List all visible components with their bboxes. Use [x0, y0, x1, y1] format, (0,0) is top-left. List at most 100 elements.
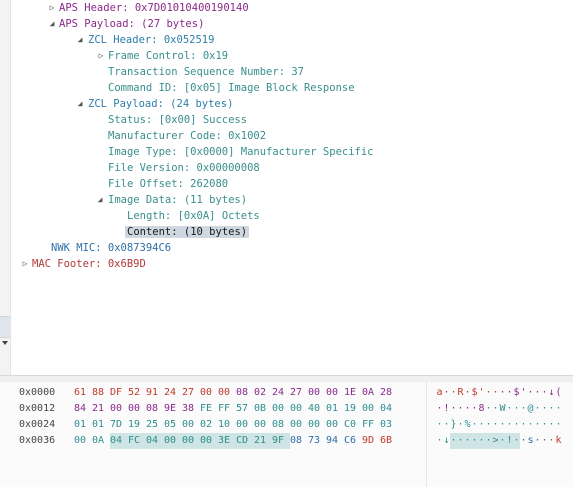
hex-byte[interactable]: 84: [74, 403, 87, 414]
hex-byte[interactable]: 6B: [380, 435, 393, 446]
ascii-char[interactable]: ·: [464, 403, 471, 414]
ascii-char[interactable]: ·: [520, 435, 527, 446]
hex-byte[interactable]: 00: [182, 419, 195, 430]
tree-node-aps-payload[interactable]: ◢ APS Payload: (27 bytes): [50, 16, 205, 32]
hex-byte[interactable]: 0B: [254, 403, 267, 414]
hex-byte[interactable]: 00: [218, 387, 231, 398]
hex-byte[interactable]: 00: [290, 419, 303, 430]
ascii-char[interactable]: ·: [548, 419, 555, 430]
hex-byte[interactable]: 00: [326, 387, 339, 398]
ascii-char[interactable]: ·: [513, 403, 520, 414]
tree-node-aps-header[interactable]: ▷ APS Header: 0x7D01010400190140: [50, 0, 249, 16]
ascii-char[interactable]: ·: [457, 403, 464, 414]
ascii-char[interactable]: 8: [478, 403, 485, 414]
ascii-char[interactable]: ·: [548, 435, 555, 446]
ascii-char[interactable]: ↓: [443, 435, 450, 446]
hex-byte[interactable]: 24: [164, 387, 177, 398]
ascii-char[interactable]: ·: [443, 419, 450, 430]
ascii-char[interactable]: $: [471, 387, 478, 398]
tree-node-file-offset[interactable]: File Offset: 262080: [108, 176, 228, 192]
ascii-char[interactable]: ·: [443, 387, 450, 398]
ascii-char[interactable]: ·: [436, 435, 443, 446]
ascii-char[interactable]: ': [478, 387, 485, 398]
hex-byte[interactable]: 38: [182, 403, 195, 414]
ascii-char[interactable]: R: [457, 387, 464, 398]
tree-node-mac-footer[interactable]: ▷ MAC Footer: 0x6B9D: [23, 256, 146, 272]
hex-byte[interactable]: 3E: [218, 433, 236, 449]
ascii-char[interactable]: ·: [534, 419, 541, 430]
hex-byte[interactable]: 9D: [362, 435, 375, 446]
ascii-char[interactable]: ·: [541, 435, 548, 446]
ascii-char[interactable]: ·: [527, 387, 534, 398]
ascii-char[interactable]: ·: [478, 419, 485, 430]
ascii-char[interactable]: ·: [541, 419, 548, 430]
collapse-down-icon[interactable]: ◢: [77, 35, 83, 44]
hex-byte[interactable]: 61: [74, 387, 87, 398]
ascii-char[interactable]: ·: [499, 433, 506, 449]
hex-byte[interactable]: 01: [92, 419, 105, 430]
hex-byte[interactable]: 10: [218, 419, 231, 430]
ascii-char[interactable]: ·: [485, 433, 492, 449]
ascii-char[interactable]: ·: [478, 433, 485, 449]
ascii-char[interactable]: @: [527, 403, 534, 414]
chevron-down-icon[interactable]: [2, 341, 8, 345]
ascii-char[interactable]: ·: [436, 419, 443, 430]
tree-node-content[interactable]: Content: (10 bytes): [125, 224, 250, 240]
hex-byte[interactable]: 00: [110, 403, 123, 414]
hex-byte[interactable]: FC: [128, 433, 146, 449]
ascii-char[interactable]: ·: [492, 387, 499, 398]
collapse-down-icon[interactable]: ◢: [49, 19, 55, 28]
ascii-char[interactable]: W: [499, 403, 506, 414]
ascii-char[interactable]: ·: [457, 419, 464, 430]
ascii-char[interactable]: ·: [520, 419, 527, 430]
hex-byte[interactable]: 00: [200, 387, 213, 398]
tree-node-status[interactable]: Status: [0x00] Success: [108, 112, 247, 128]
ascii-char[interactable]: ·: [541, 403, 548, 414]
tree-node-image-data[interactable]: ◢ Image Data: (11 bytes): [98, 192, 248, 208]
hex-byte[interactable]: 9F: [272, 433, 290, 449]
hex-byte[interactable]: 94: [326, 435, 339, 446]
ascii-char[interactable]: s: [527, 435, 534, 446]
ascii-char[interactable]: $: [513, 387, 520, 398]
hex-byte[interactable]: 05: [164, 419, 177, 430]
hex-byte[interactable]: 25: [146, 419, 159, 430]
ascii-char[interactable]: ·: [541, 387, 548, 398]
hex-byte[interactable]: 00: [362, 403, 375, 414]
ascii-char[interactable]: ·: [534, 435, 541, 446]
hex-byte[interactable]: C0: [344, 419, 357, 430]
hex-byte[interactable]: 7D: [110, 419, 123, 430]
hex-byte[interactable]: 9E: [164, 403, 177, 414]
hex-byte[interactable]: 21: [92, 403, 105, 414]
tree-node-zcl-header[interactable]: ◢ ZCL Header: 0x052519: [78, 32, 215, 48]
hex-byte[interactable]: 00: [308, 419, 321, 430]
hex-byte[interactable]: 91: [146, 387, 159, 398]
ascii-char[interactable]: ·: [450, 433, 457, 449]
hex-byte[interactable]: 0A: [92, 435, 105, 446]
ascii-char[interactable]: ·: [457, 433, 464, 449]
hex-byte[interactable]: 0A: [362, 387, 375, 398]
hex-byte[interactable]: 08: [236, 387, 249, 398]
hex-byte[interactable]: 08: [146, 403, 159, 414]
hex-byte[interactable]: 00: [308, 387, 321, 398]
hex-byte[interactable]: 02: [254, 387, 267, 398]
ascii-char[interactable]: ·: [464, 387, 471, 398]
ascii-char[interactable]: %: [464, 419, 471, 430]
tree-node-length[interactable]: Length: [0x0A] Octets: [127, 208, 260, 224]
hex-byte[interactable]: 04: [380, 403, 393, 414]
hex-byte[interactable]: 00: [182, 433, 200, 449]
ascii-char[interactable]: ': [520, 387, 527, 398]
hex-byte[interactable]: 00: [200, 433, 218, 449]
hex-byte[interactable]: 21: [254, 433, 272, 449]
ascii-char[interactable]: ·: [492, 419, 499, 430]
tree-node-transaction-seq[interactable]: Transaction Sequence Number: 37: [108, 64, 304, 80]
collapse-down-icon[interactable]: ◢: [77, 99, 83, 108]
ascii-char[interactable]: ·: [450, 403, 457, 414]
ascii-char[interactable]: ·: [464, 433, 471, 449]
ascii-char[interactable]: ·: [485, 403, 492, 414]
ascii-char[interactable]: ·: [485, 419, 492, 430]
hex-byte[interactable]: 57: [236, 403, 249, 414]
hex-byte[interactable]: 73: [308, 435, 321, 446]
ascii-char[interactable]: ·: [548, 403, 555, 414]
tree-node-image-type[interactable]: Image Type: [0x0000] Manufacturer Specif…: [108, 144, 374, 160]
expand-right-icon[interactable]: ▷: [22, 259, 28, 268]
